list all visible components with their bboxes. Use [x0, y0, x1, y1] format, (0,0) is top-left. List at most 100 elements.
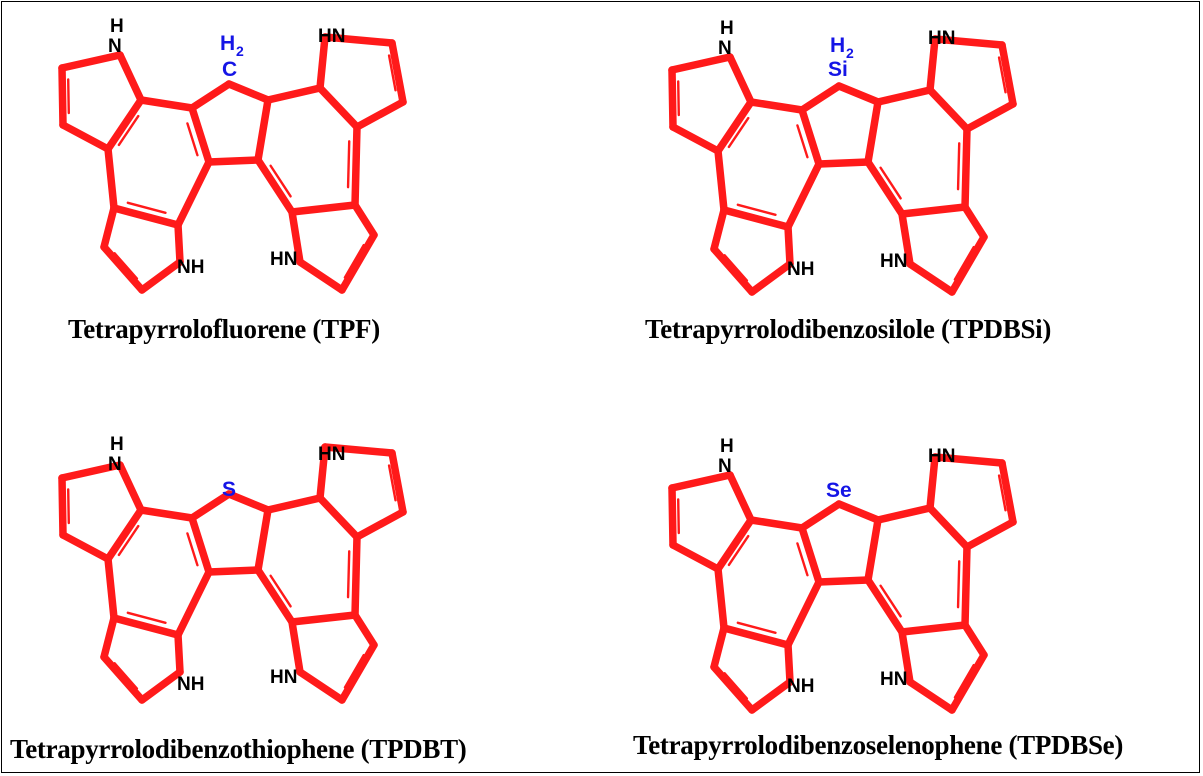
bond-tpdbse-3 [714, 516, 755, 573]
bond-tpdbsi-22 [710, 206, 728, 253]
bond-tpdbt-3 [104, 506, 145, 563]
bond-tpf-1 [225, 80, 272, 104]
bond-tpdbse-14 [874, 504, 934, 524]
bond-tpf-29 [338, 231, 378, 294]
bond-tpdbsi-7 [798, 106, 823, 168]
double-bond-tpf-4 [346, 140, 351, 189]
bridge-atom-tpf: C [222, 58, 237, 81]
double-bond-tpdbsi-7 [997, 56, 1007, 94]
bond-tpdbt-25 [388, 449, 407, 516]
atom-label-hn: HN [928, 446, 955, 467]
double-bond-tpdbsi-0 [727, 116, 750, 149]
atom-label-h: H [720, 18, 734, 39]
atom-label-hn: HN [270, 667, 297, 688]
bond-tpdbse-4 [714, 565, 728, 632]
bond-tpdbse-16 [668, 471, 734, 492]
double-bond-tpdbt-2 [186, 532, 199, 567]
bond-tpdbt-1 [225, 490, 272, 514]
bond-tpdbsi-24 [931, 35, 1006, 49]
double-bond-tpdbse-4 [956, 560, 961, 609]
bond-tpdbt-8 [205, 566, 262, 576]
double-bond-tpdbse-3 [879, 584, 902, 618]
bridge-sub-tpf: 2 [236, 43, 244, 59]
double-bond-tpdbt-4 [346, 550, 351, 599]
bond-tpdbse-13 [926, 504, 971, 551]
bond-tpdbsi-21 [710, 245, 756, 296]
bond-tpf-12 [351, 123, 361, 209]
bond-tpdbt-18 [59, 531, 112, 563]
bond-tpdbsi-23 [926, 35, 939, 94]
atom-label-n: N [108, 36, 122, 57]
double-bond-tpdbse-0 [727, 534, 750, 567]
double-bond-tpf-1 [126, 201, 167, 214]
double-bond-tpdbsi-5 [677, 80, 680, 117]
double-bond-tpdbse-8 [953, 663, 975, 699]
atom-label-nh: NH [177, 257, 204, 278]
double-bond-tpdbse-6 [723, 672, 749, 700]
bond-tpdbt-6 [174, 568, 213, 639]
atom-label-h: H [110, 16, 124, 37]
bond-tpdbt-17 [58, 474, 67, 539]
bridge-atom-tpdbse: Se [826, 479, 852, 502]
bond-tpdbsi-8 [815, 158, 872, 168]
double-bond-tpdbt-7 [387, 464, 397, 502]
bond-tpf-9 [254, 96, 272, 164]
bond-tpdbsi-4 [714, 147, 728, 214]
caption-tpdbse: Tetrapyrrolodibenzoselenophene (TPDBSe) [633, 730, 1124, 760]
bond-tpdbt-23 [316, 443, 329, 502]
bond-tpdbse-11 [898, 621, 969, 636]
bond-tpdbsi-30 [961, 203, 988, 241]
bond-tpf-2 [137, 96, 196, 112]
bond-tpdbse-19 [784, 641, 794, 686]
caption-tpdbsi: Tetrapyrrolodibenzosilole (TPDBSi) [645, 314, 1052, 344]
bond-tpf-22 [100, 204, 118, 251]
double-bond-tpdbt-1 [126, 611, 167, 624]
bond-tpf-5 [110, 204, 182, 229]
caption-tpdbt: Tetrapyrrolodibenzothiophene (TPDBT) [10, 734, 467, 764]
bond-tpdbt-5 [110, 614, 182, 639]
bond-tpf-10 [254, 156, 296, 216]
bond-tpdbt-24 [321, 443, 396, 457]
bond-tpdbse-1 [835, 500, 882, 524]
bond-tpdbse-29 [948, 651, 988, 714]
double-bond-tpdbsi-8 [953, 245, 975, 281]
bond-tpf-18 [59, 121, 112, 153]
double-bond-tpdbse-2 [796, 542, 809, 577]
bond-tpdbse-6 [784, 578, 823, 649]
bond-tpdbt-29 [338, 641, 378, 704]
bond-tpdbse-24 [931, 453, 1006, 467]
bond-tpdbt-22 [100, 614, 118, 661]
bond-tpdbt-10 [254, 566, 296, 626]
bond-tpf-11 [288, 201, 359, 216]
double-bond-tpf-0 [117, 114, 140, 147]
double-bond-tpdbsi-4 [956, 142, 961, 191]
bond-tpdbse-5 [720, 624, 792, 649]
bond-tpdbt-4 [104, 555, 118, 622]
bridge-h-tpf: H [220, 32, 235, 55]
bond-tpdbse-9 [864, 516, 882, 584]
bond-tpdbt-0 [188, 490, 233, 522]
bond-tpdbt-7 [188, 514, 213, 576]
atom-label-nh: NH [787, 259, 814, 280]
bond-tpdbse-30 [961, 621, 988, 659]
structure-tpdbsi [668, 35, 1017, 296]
double-bond-tpdbsi-6 [723, 254, 749, 282]
bond-tpdbse-20 [748, 678, 794, 714]
bond-tpdbse-21 [710, 663, 756, 714]
bond-tpdbsi-18 [669, 123, 722, 155]
structure-tpdbse [668, 453, 1017, 714]
bond-tpf-3 [104, 96, 145, 153]
bond-tpdbsi-6 [784, 160, 823, 231]
bond-tpdbse-0 [798, 500, 843, 532]
bond-tpdbse-8 [815, 576, 872, 586]
atom-label-h: H [110, 434, 124, 455]
bond-tpdbt-21 [100, 653, 146, 704]
bond-tpf-6 [174, 158, 213, 229]
bond-tpdbsi-0 [798, 82, 843, 114]
atom-label-hn: HN [880, 251, 907, 272]
bond-tpf-30 [351, 201, 378, 239]
atom-label-hn: HN [928, 28, 955, 49]
